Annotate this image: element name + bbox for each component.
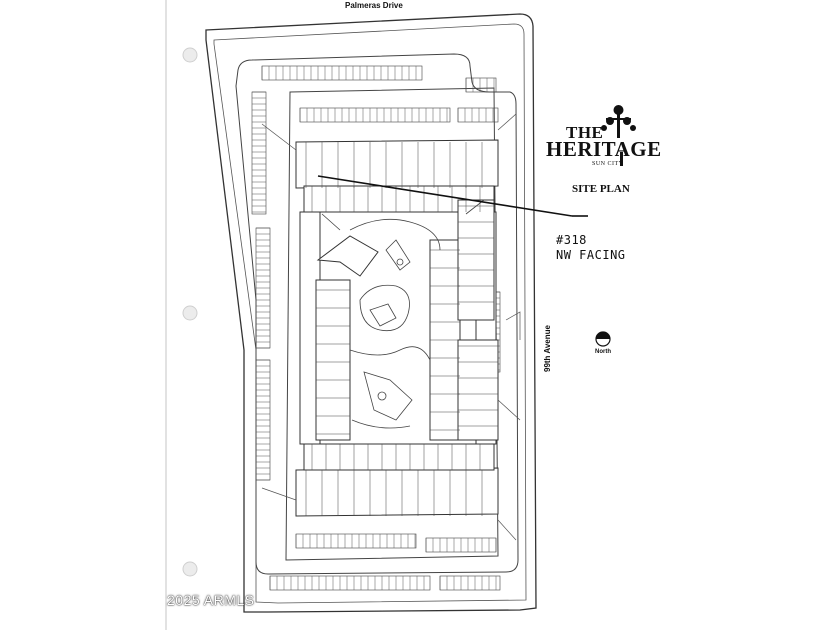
street-label-palmeras: Palmeras Drive: [345, 1, 403, 10]
armls-watermark: 2025 ARMLS: [167, 592, 255, 608]
binder-hole: [182, 47, 198, 63]
site-plan-title: SITE PLAN: [572, 183, 630, 195]
binder-hole: [182, 305, 198, 321]
north-label: North: [595, 349, 611, 355]
north-arrow-icon: [595, 331, 611, 347]
brand-line1: THE: [566, 123, 604, 142]
binder-hole: [182, 561, 198, 577]
brand-subtitle: SUN CITY: [592, 161, 624, 167]
property-boundary: [205, 13, 537, 613]
unit-callout-number: #318: [556, 233, 587, 247]
street-label-99th: 99th Avenue: [543, 325, 552, 372]
unit-callout-facing: NW FACING: [556, 248, 626, 262]
unit-pointer-line: [317, 175, 573, 217]
heritage-crest-icon: [601, 105, 636, 138]
brand-line2: HERITAGE: [546, 137, 662, 161]
